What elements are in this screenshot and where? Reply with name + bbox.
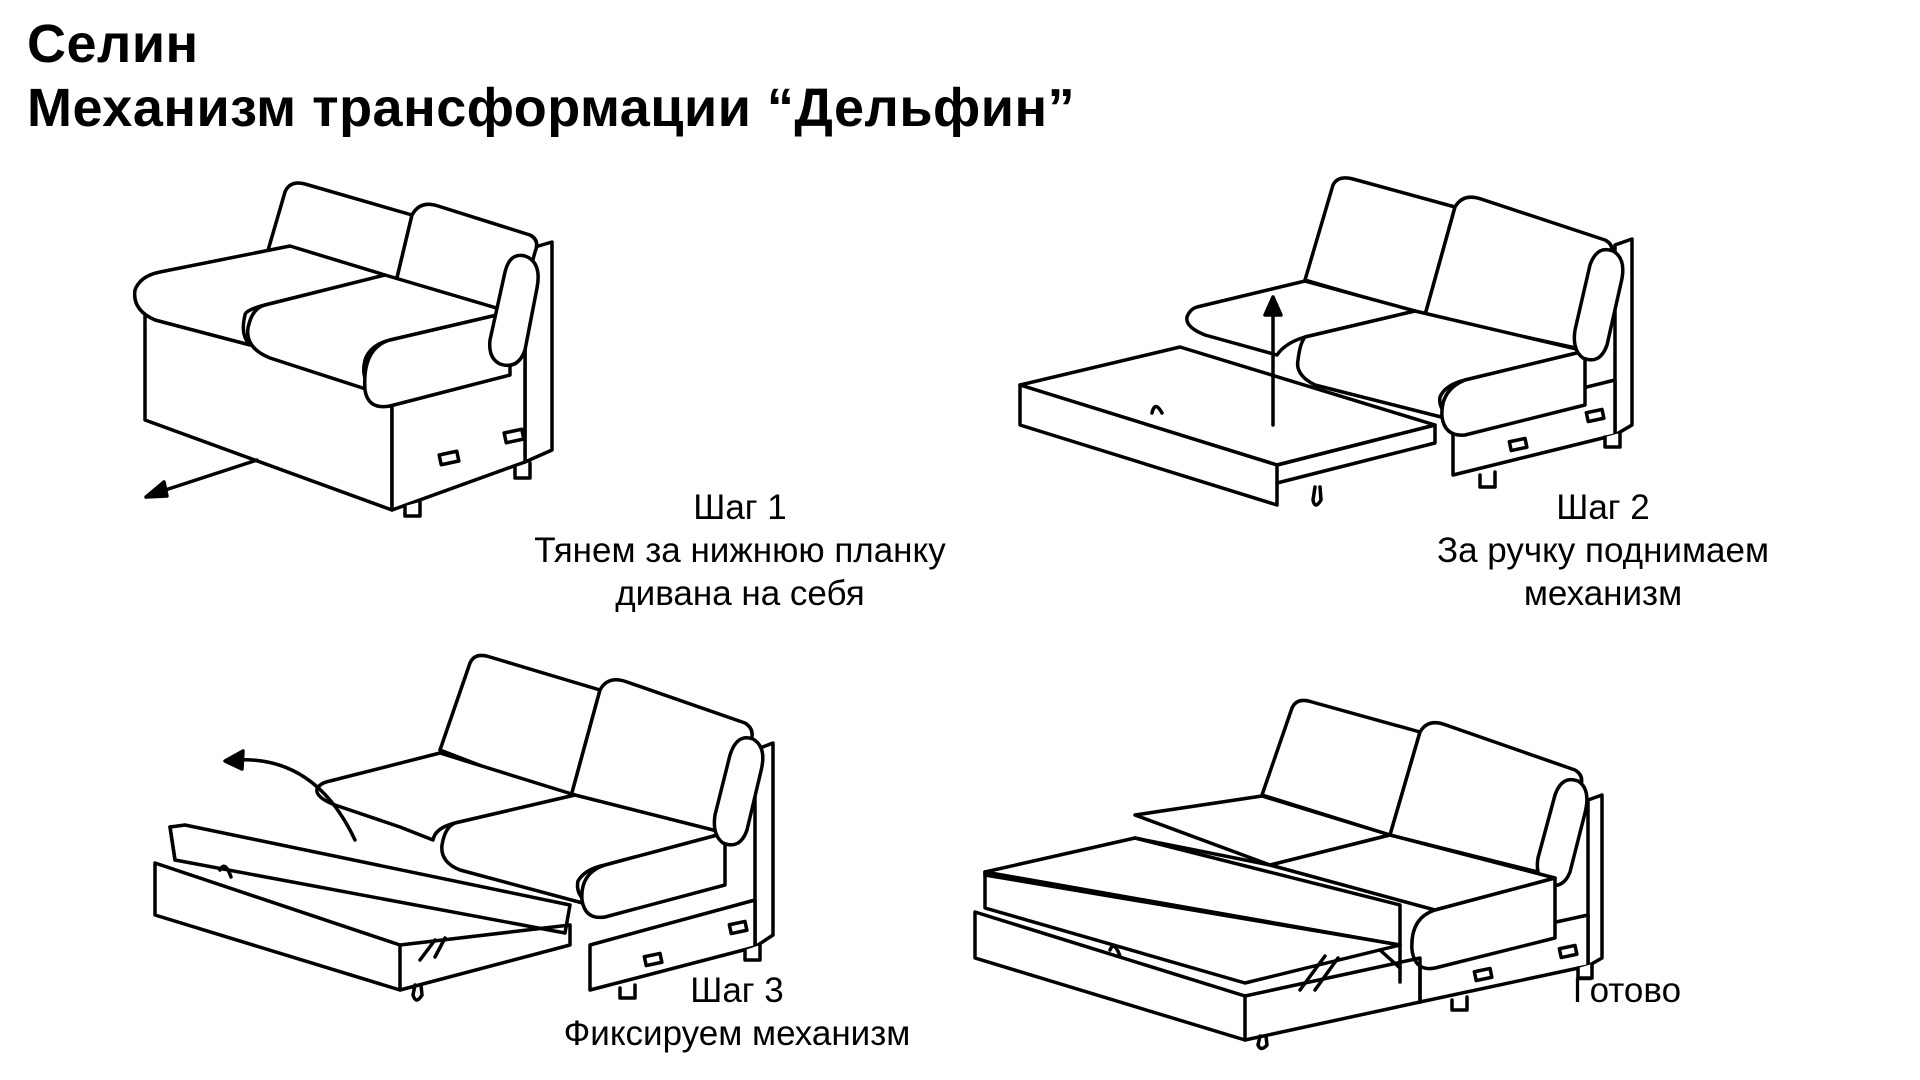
title-mechanism-name: Механизм трансформации “Дельфин” [27, 78, 1076, 138]
done-caption: Готово [1573, 969, 1681, 1012]
step2-caption: Шаг 2 За ручку поднимаем механизм [1437, 486, 1769, 615]
step3-caption: Шаг 3 Фиксируем механизм [564, 969, 911, 1055]
step1-sofa-illustration [120, 180, 680, 520]
step2-text-line1: За ручку поднимаем [1436, 531, 1770, 570]
step3-text-line1: Фиксируем механизм [563, 1014, 911, 1053]
step2-text-line2: механизм [1523, 574, 1683, 613]
step1-text-line1: Тянем за нижнюю планку [534, 531, 946, 570]
step1-heading: Шаг 1 [693, 488, 787, 527]
step1-caption: Шаг 1 Тянем за нижнюю планку дивана на с… [534, 486, 945, 615]
step3-heading: Шаг 3 [690, 971, 784, 1010]
page-title: Селин Механизм трансформации “Дельфин” [27, 12, 1075, 140]
title-model-name: Селин [27, 14, 199, 74]
step1-text-line2: дивана на себя [615, 574, 865, 613]
done-sofa-illustration [970, 700, 1605, 1045]
done-heading: Готово [1572, 971, 1682, 1010]
step2-heading: Шаг 2 [1556, 488, 1650, 527]
step2-sofa-illustration [1015, 175, 1640, 520]
step3-sofa-illustration [145, 655, 785, 1005]
